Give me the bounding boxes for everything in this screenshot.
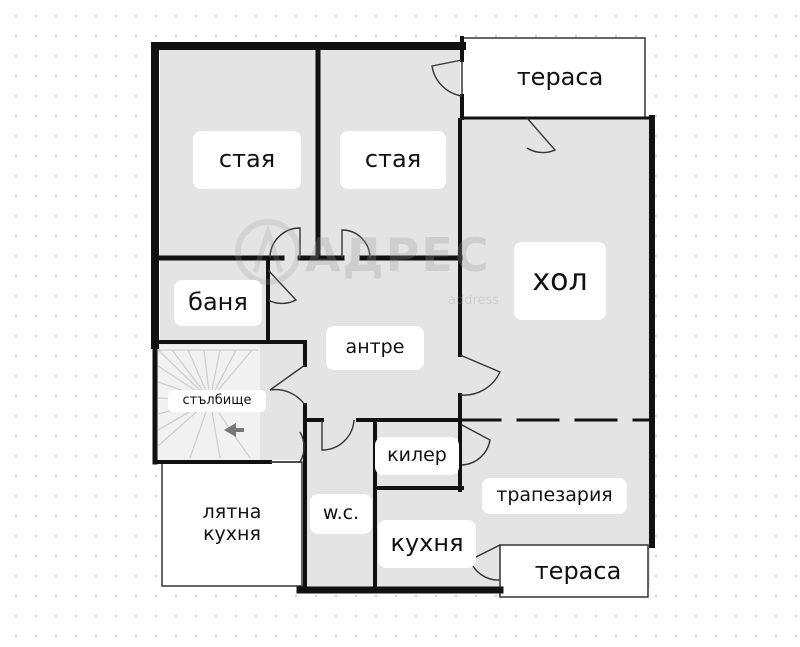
summer-kitchen-line-1: лятна — [202, 501, 262, 524]
room-label-kitchen: кухня — [378, 520, 476, 568]
door-icon — [461, 424, 491, 466]
room-label-bathroom: баня — [174, 280, 262, 326]
room-label-terrace-bottom: тераса — [534, 557, 622, 586]
door-icon — [270, 431, 305, 463]
room-label-bedroom-1: стая — [193, 131, 301, 189]
door-icon — [459, 354, 501, 396]
room-label-stairs: стълбище — [168, 390, 266, 412]
door-icon — [526, 117, 557, 154]
door-icon — [267, 269, 298, 305]
room-label-bedroom-2: стая — [340, 131, 446, 189]
room-label-hall: хол — [514, 242, 606, 320]
room-label-summer-kitchen: лятна кухня — [168, 492, 296, 556]
summer-kitchen-line-2: кухня — [203, 523, 261, 545]
door-icon — [431, 59, 463, 97]
watermark-logo — [235, 219, 301, 285]
door-icon — [341, 229, 371, 259]
walls — [151, 36, 655, 594]
door-icon — [321, 419, 355, 451]
door-icon — [269, 364, 306, 406]
room-label-entrance: антре — [326, 326, 424, 370]
terrace-bottom-area — [499, 544, 649, 598]
room-label-dining: трапезария — [482, 478, 627, 514]
room-label-terrace-top: тераса — [516, 63, 604, 92]
room-label-pantry: килер — [375, 437, 459, 475]
watermark-brand: АДРЕС — [305, 228, 491, 282]
room-label-wc: w.c. — [310, 494, 372, 534]
door-swings — [267, 59, 557, 581]
watermark-sub: address — [448, 293, 500, 308]
arrow-left-icon — [224, 423, 244, 437]
door-icon — [269, 227, 301, 259]
